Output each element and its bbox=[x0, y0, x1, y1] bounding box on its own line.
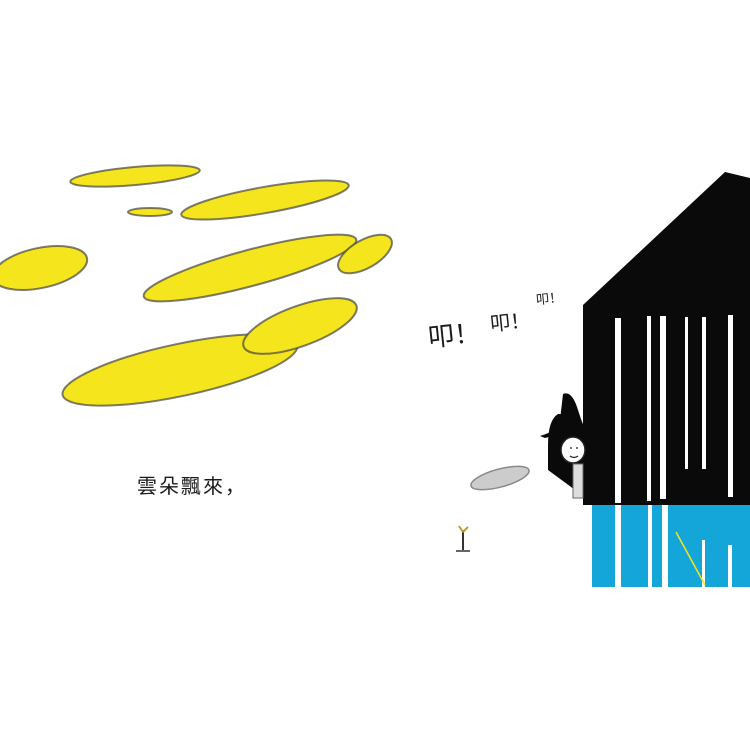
cloud bbox=[0, 245, 89, 291]
water-reflections bbox=[615, 505, 732, 587]
cloud bbox=[242, 297, 358, 355]
cloud bbox=[337, 233, 393, 275]
cloud bbox=[142, 233, 358, 303]
cloud bbox=[180, 179, 350, 221]
sprout bbox=[456, 525, 470, 552]
cloud bbox=[127, 207, 173, 217]
house-stripes bbox=[615, 315, 733, 503]
yellow-clouds bbox=[0, 164, 393, 407]
cloud bbox=[69, 164, 201, 188]
grey-cloud bbox=[470, 465, 530, 491]
narration-text: 雲朵飄來， bbox=[137, 474, 247, 498]
water-streak bbox=[675, 531, 706, 586]
knock-text-1: 叩！ bbox=[426, 318, 482, 354]
girl-in-witch-hat bbox=[540, 393, 586, 499]
knock-text-2: 叩！ bbox=[489, 307, 532, 337]
knock-text-3: 叩！ bbox=[535, 290, 563, 309]
house bbox=[583, 172, 750, 505]
